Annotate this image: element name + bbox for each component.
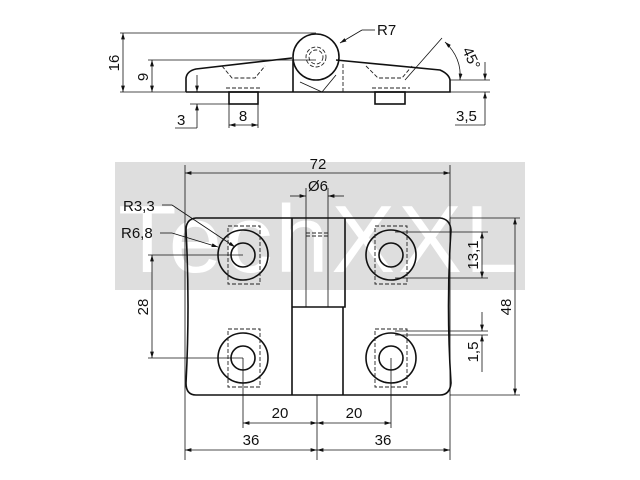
dim-r3-3: R3,3 — [123, 198, 155, 215]
dim-13-1: 13,1 — [465, 240, 482, 269]
side-view: 16 9 3 8 3,5 R7 45° — [106, 22, 490, 129]
dim-20-left: 20 — [272, 405, 289, 422]
watermark-text: TechXXL — [118, 186, 518, 293]
hole-top-right — [365, 225, 417, 285]
dim-28: 28 — [135, 299, 152, 316]
dim-48: 48 — [498, 299, 515, 316]
dim-36-right: 36 — [375, 432, 392, 449]
dim-3-5: 3,5 — [456, 108, 477, 125]
dim-3: 3 — [177, 112, 185, 129]
dim-20-right: 20 — [346, 405, 363, 422]
top-view: 72 Ø6 R3,3 R6,8 28 13,1 48 1,5 20 — [121, 156, 520, 460]
dim-16: 16 — [106, 55, 123, 72]
dim-72: 72 — [310, 156, 327, 173]
dim-45: 45° — [458, 45, 483, 73]
dim-36-left: 36 — [243, 432, 260, 449]
dim-r7: R7 — [377, 22, 396, 39]
dim-9: 9 — [135, 73, 152, 81]
dim-1-5: 1,5 — [465, 342, 482, 363]
dim-8: 8 — [239, 108, 247, 125]
dim-r6-8: R6,8 — [121, 225, 153, 242]
dim-dia6: Ø6 — [308, 178, 328, 195]
